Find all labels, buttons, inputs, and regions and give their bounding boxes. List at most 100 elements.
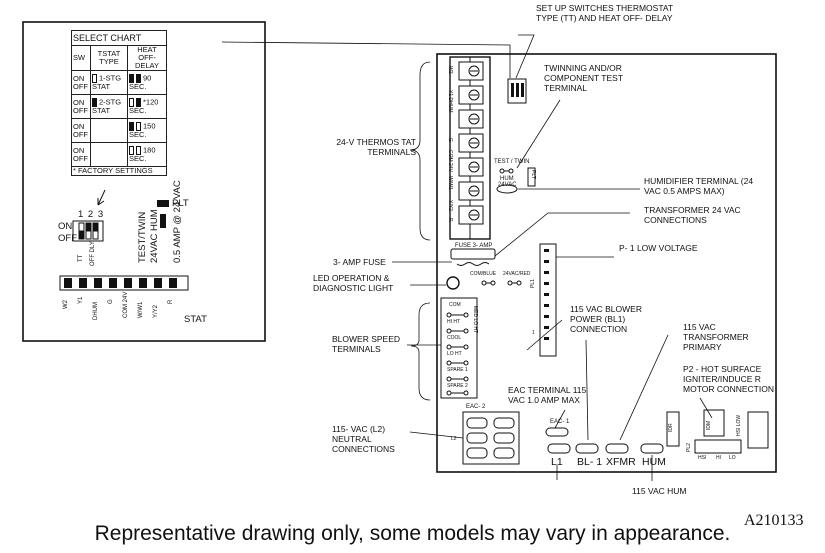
row-tstat: 1-STG STAT <box>90 70 128 95</box>
hum115-label: 115 VAC HUM <box>632 486 687 496</box>
board-fuse: FUSE 3- AMP <box>455 243 493 249</box>
l1-terminal <box>547 443 571 454</box>
board-bl1: BL- 1 <box>577 456 603 468</box>
inset-term-r: R <box>168 299 174 304</box>
setup-switches-label: SET UP SWITCHES THERMOSTAT TYPE (TT) AND… <box>536 3 673 23</box>
inset-terminal-strip <box>59 275 189 291</box>
board-xfmr: XFMR <box>606 456 636 468</box>
inset-switch-block <box>72 220 104 242</box>
eac-label: EAC TERMINAL 115 VAC 1.0 AMP MAX <box>508 385 587 405</box>
p2-header <box>694 439 742 454</box>
p2-hsi: HSI <box>698 455 707 461</box>
speed-cool: COOL <box>447 335 462 341</box>
bl1-label: 115 VAC BLOWER POWER (BL1) CONNECTION <box>570 304 642 334</box>
setup-switch <box>507 78 527 104</box>
board-test-twin: TEST / TWIN <box>494 159 530 165</box>
idr-connector <box>666 411 680 447</box>
board-l1: L1 <box>551 456 563 468</box>
row-tstat <box>90 118 128 143</box>
board-com-blue: COM/BLUE <box>470 271 497 277</box>
board-term-w2: W2 <box>447 66 453 74</box>
header-sw: SW <box>71 45 91 71</box>
inset-off-label: OFF <box>58 233 77 244</box>
inset-test-twin: TEST/TWIN <box>137 211 148 263</box>
table-row: ON OFF 150 SEC. <box>71 118 167 143</box>
row-tstat: 2-STG STAT <box>90 94 128 119</box>
thermostat-terminals-label: 24-V THERMOS TAT TERMINALS <box>336 137 416 157</box>
led-indicator <box>446 276 460 290</box>
select-chart-title: SELECT CHART <box>71 30 167 46</box>
speed-hi-ht: HI HT <box>447 319 461 325</box>
board-term-y1: Y1 DHUM <box>447 90 453 113</box>
board-pl1: PL1 <box>530 279 536 288</box>
fuse-label: 3- AMP FUSE <box>333 257 386 267</box>
board-l2: L2 <box>451 436 457 442</box>
board-term-com: COM 24V <box>447 150 453 172</box>
board-eac2: EAC- 2 <box>466 404 486 410</box>
plt-connector <box>527 167 536 187</box>
speed-com: COM <box>449 302 461 308</box>
board-24vac-red: 24VAC/RED <box>503 271 531 277</box>
leader-lines <box>221 34 713 481</box>
neutral-label: 115- VAC (L2) NEUTRAL CONNECTIONS <box>332 424 395 454</box>
table-row: ON OFF 2-STG STAT *120 SEC. <box>71 94 167 119</box>
p2-lo: LO <box>729 455 736 461</box>
inset-term-g: G <box>108 299 114 304</box>
inset-term-dhum: DHUM <box>93 302 99 320</box>
transformer-label: TRANSFORMER 24 VAC CONNECTIONS <box>644 205 741 225</box>
inset-term-ww1: W/W1 <box>138 301 144 318</box>
inset-stat: STAT <box>184 314 207 325</box>
p2-hsi-low: HSI LOW <box>736 414 742 436</box>
speed-spare1: SPARE 1 <box>447 367 468 373</box>
figure-code: A210133 <box>744 512 804 529</box>
p2-idr: IDR <box>668 423 674 432</box>
board-term-yy2: Y/Y2 <box>447 200 453 211</box>
board-hum-115: HUM <box>642 456 666 468</box>
hsi-low-connector <box>747 411 769 449</box>
neutral-block <box>462 411 520 465</box>
fuse <box>450 248 496 260</box>
bl1-terminal <box>575 443 599 454</box>
p2-pl2: PL2 <box>686 443 692 452</box>
inset-term-yy2: Y/Y2 <box>153 304 159 318</box>
humidifier-label: HUMIDIFIER TERMINAL (24 VAC 0.5 AMPS MAX… <box>644 176 754 196</box>
hum-terminal <box>496 184 518 194</box>
board-hum: HUM <box>500 176 514 182</box>
inset-arrow <box>97 189 106 206</box>
row-sw: ON OFF <box>71 70 91 95</box>
row-sw: ON OFF <box>71 94 91 119</box>
row-delay: *120 SEC. <box>127 94 167 119</box>
inset-panel <box>22 21 266 342</box>
inset-tt: TT <box>78 254 84 262</box>
eac1-terminal <box>545 427 569 437</box>
row-tstat <box>90 142 128 167</box>
control-board <box>436 53 777 473</box>
inset-on-label: ON <box>58 221 73 232</box>
xfmr-primary-label: 115 VAC TRANSFORMER PRIMARY <box>683 322 749 352</box>
board-pl1-num: 1 <box>532 330 535 336</box>
inset-term-w2: W2 <box>63 300 69 309</box>
inset-amp-vac: 0.5 AMP @ 24 VAC <box>172 180 183 263</box>
inset-switch-numbers: 1 2 3 <box>78 209 105 220</box>
row-sw: ON OFF <box>71 118 91 143</box>
blower-speed-label: BLOWER SPEED TERMINALS <box>332 334 401 354</box>
xfmr-terminal <box>605 443 629 454</box>
select-chart: SELECT CHART SW TSTAT TYPE HEAT OFF-DELA… <box>71 30 167 176</box>
speed-lo-ht: LO HT <box>447 351 462 357</box>
p2-idm: IDM <box>706 420 712 430</box>
row-delay: 180 SEC. <box>127 142 167 167</box>
board-eac1: EAC- 1 <box>550 419 570 425</box>
led-label: LED OPERATION & DIAGNOSTIC LIGHT <box>313 273 394 293</box>
p1-label: P- 1 LOW VOLTAGE <box>619 243 698 253</box>
twinning-label: TWINNING AND/OR COMPONENT TEST TERMINAL <box>544 63 623 93</box>
p1-connector <box>539 243 557 357</box>
header-heat: HEAT OFF-DELAY <box>127 45 167 71</box>
row-sw: ON OFF <box>71 142 91 167</box>
table-row: ON OFF 180 SEC. <box>71 142 167 167</box>
inset-term-com: COM 24V <box>123 291 129 318</box>
board-24vac: 24VAC <box>498 182 517 188</box>
p2-label: P2 - HOT SURFACE IGNITER/INDUCE R MOTOR … <box>683 364 774 394</box>
hum-115-terminal <box>640 443 664 454</box>
inset-off-dly: OFF DLY <box>90 241 96 266</box>
inset-hum-block <box>160 214 166 228</box>
